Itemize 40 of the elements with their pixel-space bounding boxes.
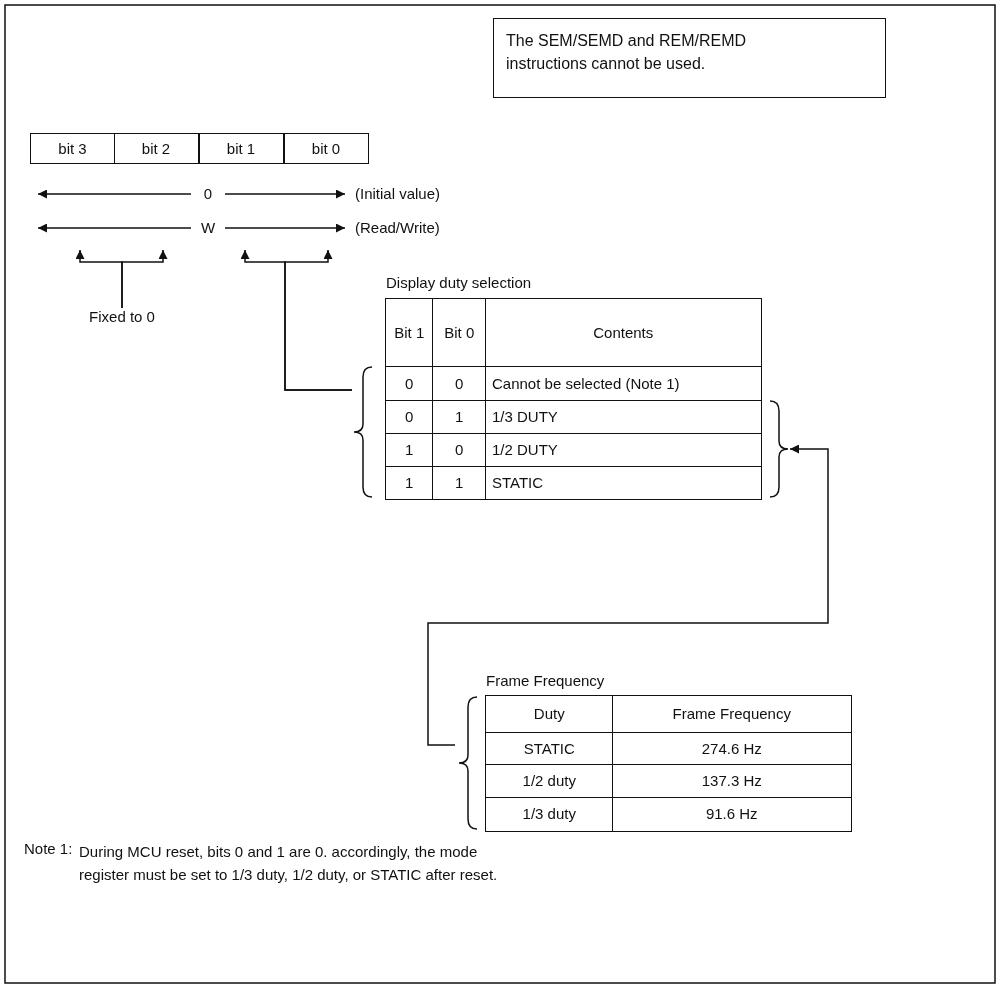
table-cell: 274.6 Hz xyxy=(612,732,852,766)
register-bit-cell: bit 1 xyxy=(198,133,284,164)
table-cell: 1/2 duty xyxy=(485,764,614,799)
table-cell: 91.6 Hz xyxy=(612,797,852,832)
table-cell: Cannot be selected (Note 1) xyxy=(485,366,762,402)
table-title: Display duty selection xyxy=(386,274,532,291)
note-box: The SEM/SEMD and REM/REMD instructions cannot be used. xyxy=(493,18,886,98)
table-cell: STATIC xyxy=(485,732,614,766)
note-label: Note 1: xyxy=(24,840,73,857)
bit-value-label: W xyxy=(201,219,215,236)
access-note: (Initial value) xyxy=(355,185,441,202)
header-cell: Contents xyxy=(485,298,762,368)
table-cell: 1/3 DUTY xyxy=(485,400,762,435)
table-cell: 0 xyxy=(432,433,487,468)
table-cell: 1 xyxy=(432,466,487,500)
register-bit-cell: bit 2 xyxy=(113,133,199,164)
arrow xyxy=(427,444,829,746)
header-cell: Duty xyxy=(485,695,614,734)
table-cell: 0 xyxy=(385,366,434,402)
header-cell: Frame Frequency xyxy=(612,695,852,734)
note-text: During MCU reset, bits 0 and 1 are 0. accordingly, the mode register must be set to 1/3 duty, 1/2 duty, or STATIC after reset. xyxy=(79,842,499,886)
table-cell: 1 xyxy=(432,400,487,435)
table-cell: 0 xyxy=(385,400,434,435)
table-cell: 1 xyxy=(385,466,434,500)
header-cell: Bit 0 xyxy=(432,298,487,368)
register-bit-cell: bit 0 xyxy=(283,133,369,164)
table-cell: 137.3 Hz xyxy=(612,764,852,799)
arrow xyxy=(121,249,168,309)
arrow xyxy=(284,249,353,391)
header-cell: Bit 1 xyxy=(385,298,434,368)
register-bit-cell: bit 3 xyxy=(30,133,115,164)
table-cell: 1/3 duty xyxy=(485,797,614,832)
table-cell: 1 xyxy=(385,433,434,468)
table-title: Frame Frequency xyxy=(486,672,605,689)
table-cell: 1/2 DUTY xyxy=(485,433,762,468)
table-cell: STATIC xyxy=(485,466,762,500)
bit-value-label: 0 xyxy=(202,185,214,202)
access-note: (Read/Write) xyxy=(355,219,440,236)
table-cell: 0 xyxy=(432,366,487,402)
field-label: Fixed to 0 xyxy=(76,308,168,332)
